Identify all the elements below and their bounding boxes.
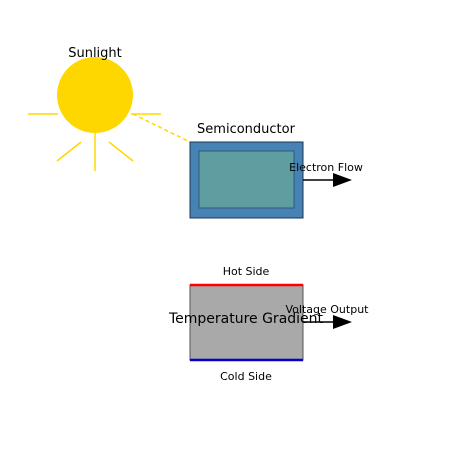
temperature-gradient-block: Hot Side Temperature Gradient Cold Side [168, 265, 324, 383]
sun-disc [57, 57, 133, 133]
electron-flow-arrow-head [333, 173, 352, 187]
sun-ray-down-left [56, 141, 82, 162]
semiconductor-inner [198, 150, 295, 209]
voltage-output-arrow-head [333, 315, 352, 329]
electron-flow-arrow: Electron Flow [289, 161, 363, 187]
temperature-gradient-label: Temperature Gradient [168, 311, 324, 327]
hot-side-label: Hot Side [223, 265, 270, 278]
sun: Sunlight [28, 46, 161, 171]
semiconductor: Semiconductor [189, 122, 304, 219]
electron-flow-label: Electron Flow [289, 161, 363, 174]
voltage-output-label: Voltage Output [286, 303, 370, 316]
semiconductor-label: Semiconductor [197, 122, 296, 137]
voltage-output-arrow: Voltage Output [286, 303, 370, 329]
sun-label: Sunlight [68, 46, 122, 61]
sun-ray-down-right [108, 141, 134, 162]
gradient-body [189, 284, 304, 361]
light-path-dashed [132, 113, 191, 143]
cold-side-label: Cold Side [220, 370, 272, 383]
